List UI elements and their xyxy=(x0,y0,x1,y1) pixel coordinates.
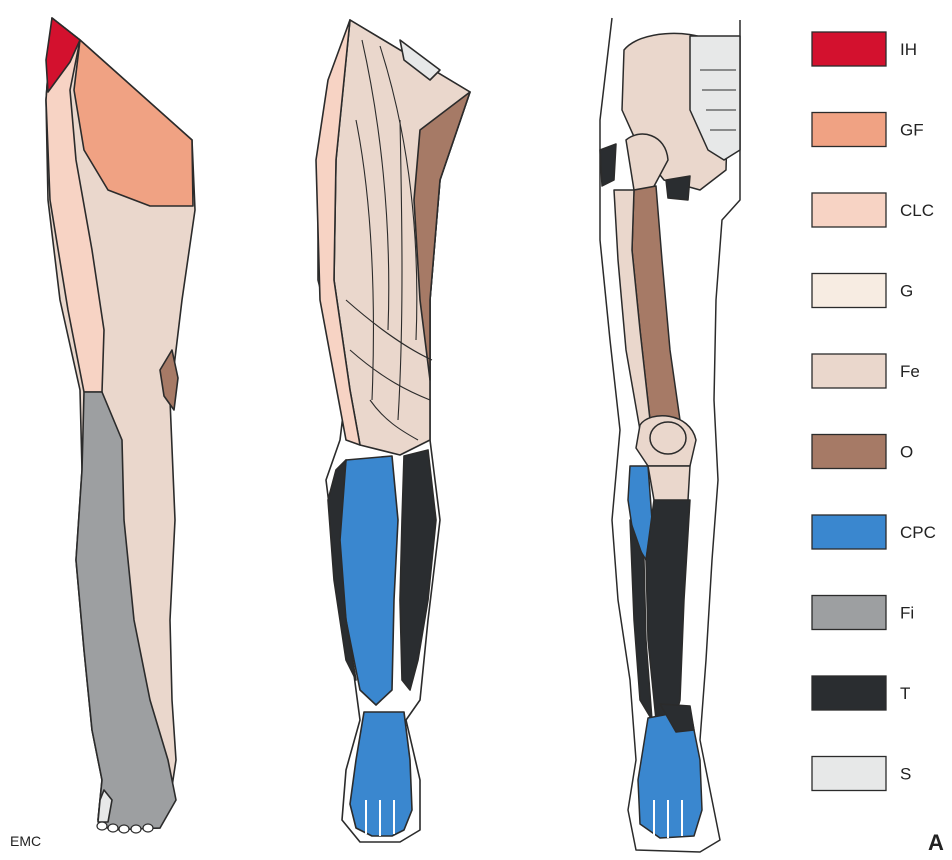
region-t-hip-left xyxy=(600,144,616,186)
legend-label-s: S xyxy=(900,765,911,784)
legend-label-fe: Fe xyxy=(900,362,920,381)
leg-lateral-view xyxy=(46,18,195,833)
region-t-hip-right xyxy=(666,176,690,200)
legend-swatch-ih xyxy=(812,32,886,66)
signature-emc: EMC xyxy=(10,833,41,849)
legend-label-fi: Fi xyxy=(900,604,914,623)
region-cpc-anterior xyxy=(336,456,398,705)
legend-label-g: G xyxy=(900,282,913,301)
legend-swatch-fi xyxy=(812,596,886,630)
legend: IH GF CLC G FeO CPC FiT S xyxy=(812,32,936,791)
patella xyxy=(650,422,686,454)
legend-swatch-clc xyxy=(812,193,886,227)
legend-swatch-cpc xyxy=(812,515,886,549)
panel-letter: A xyxy=(928,830,944,855)
legend-label-cpc: CPC xyxy=(900,523,936,542)
legend-swatch-t xyxy=(812,676,886,710)
legend-label-ih: IH xyxy=(900,40,917,59)
legend-swatch-o xyxy=(812,435,886,469)
leg-anterior-muscle-view xyxy=(316,20,470,842)
legend-label-t: T xyxy=(900,684,910,703)
legend-label-o: O xyxy=(900,443,913,462)
legend-swatch-g xyxy=(812,274,886,308)
legend-swatch-fe xyxy=(812,354,886,388)
region-t-anterior xyxy=(400,450,436,690)
legend-swatch-s xyxy=(812,757,886,791)
legend-swatch-gf xyxy=(812,113,886,147)
legend-label-gf: GF xyxy=(900,121,924,140)
legend-label-clc: CLC xyxy=(900,201,934,220)
leg-skeletal-view xyxy=(600,18,740,852)
